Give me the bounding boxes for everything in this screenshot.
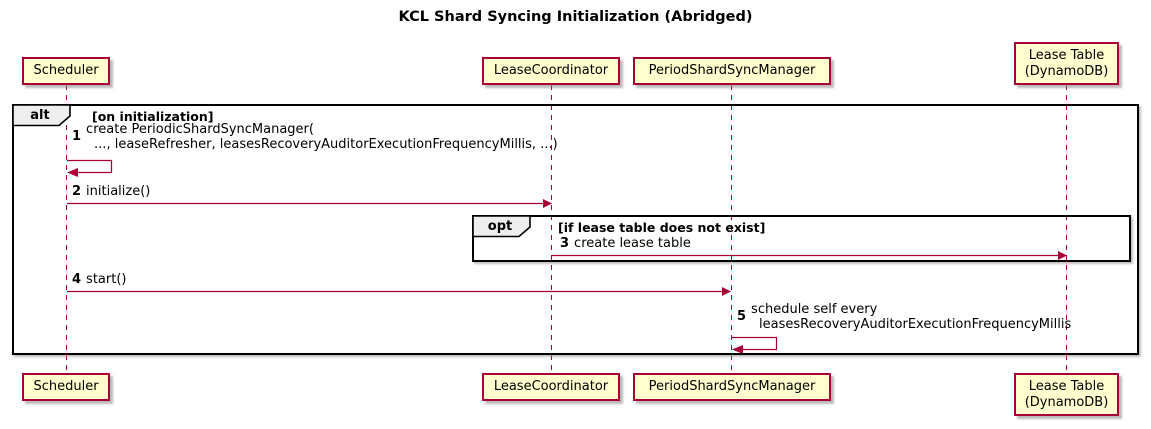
participant-leasecoordinator-bottom: LeaseCoordinator xyxy=(482,373,620,401)
message-4-label: 4 start() xyxy=(72,272,127,288)
participant-label-line1: Lease Table xyxy=(1028,378,1105,394)
participant-scheduler-bottom: Scheduler xyxy=(22,373,110,401)
participant-label: LeaseCoordinator xyxy=(493,63,609,78)
message-text-line1: schedule self every xyxy=(751,302,878,317)
message-text: initialize() xyxy=(86,184,151,199)
message-text-line2: leasesRecoveryAuditorExecutionFrequencyM… xyxy=(759,316,1072,332)
diagram-title: KCL Shard Syncing Initialization (Abridg… xyxy=(398,9,753,25)
message-number: 1 xyxy=(72,129,82,145)
opt-frame: opt [if lease table does not exist] xyxy=(472,215,1131,262)
message-5-label: 5 schedule self every leasesRecoveryAudi… xyxy=(737,302,1072,332)
alt-operator-pentagon-icon xyxy=(12,104,71,127)
participant-leasetable-bottom: Lease Table (DynamoDB) xyxy=(1014,373,1119,416)
participant-scheduler-top: Scheduler xyxy=(22,57,110,85)
message-number: 2 xyxy=(72,184,82,199)
participant-label: Scheduler xyxy=(33,379,99,394)
message-4-arrow xyxy=(67,287,731,296)
participant-label-line2: (DynamoDB) xyxy=(1024,63,1109,79)
message-number: 3 xyxy=(560,236,570,251)
alt-operator-label: alt xyxy=(30,108,50,123)
message-number: 4 xyxy=(72,272,82,287)
participant-periodshardsyncmanager-top: PeriodShardSyncManager xyxy=(633,57,831,85)
participant-leasecoordinator-top: LeaseCoordinator xyxy=(482,57,620,85)
participant-label-line2: (DynamoDB) xyxy=(1024,394,1109,410)
message-number: 5 xyxy=(737,309,747,325)
participant-label: Scheduler xyxy=(33,63,99,78)
participant-label-line1: Lease Table xyxy=(1028,47,1105,63)
message-text: start() xyxy=(86,272,127,287)
message-3-arrow xyxy=(552,251,1067,260)
participant-label: LeaseCoordinator xyxy=(493,379,609,394)
alt-guard-label: [on initialization] xyxy=(92,109,214,124)
message-1-label: 1 create PeriodicShardSyncManager( ..., … xyxy=(72,122,558,152)
message-2-label: 2 initialize() xyxy=(72,184,151,200)
participant-label: PeriodShardSyncManager xyxy=(648,379,816,394)
message-text: create lease table xyxy=(574,236,691,251)
message-5-self-arrow xyxy=(732,336,778,354)
participant-periodshardsyncmanager-bottom: PeriodShardSyncManager xyxy=(633,373,831,401)
message-2-arrow xyxy=(67,199,552,208)
message-3-label: 3 create lease table xyxy=(560,236,691,252)
participant-label: PeriodShardSyncManager xyxy=(648,63,816,78)
opt-operator-label: opt xyxy=(487,219,513,234)
participant-leasetable-top: Lease Table (DynamoDB) xyxy=(1014,42,1119,85)
message-text-line2: ..., leaseRefresher, leasesRecoveryAudit… xyxy=(94,136,558,152)
message-1-self-arrow xyxy=(67,159,113,177)
opt-guard-label: [if lease table does not exist] xyxy=(558,220,766,235)
alt-frame: alt [on initialization] xyxy=(12,104,1139,355)
message-text-line1: create PeriodicShardSyncManager( xyxy=(86,122,314,137)
opt-operator-pentagon-icon xyxy=(472,215,531,238)
